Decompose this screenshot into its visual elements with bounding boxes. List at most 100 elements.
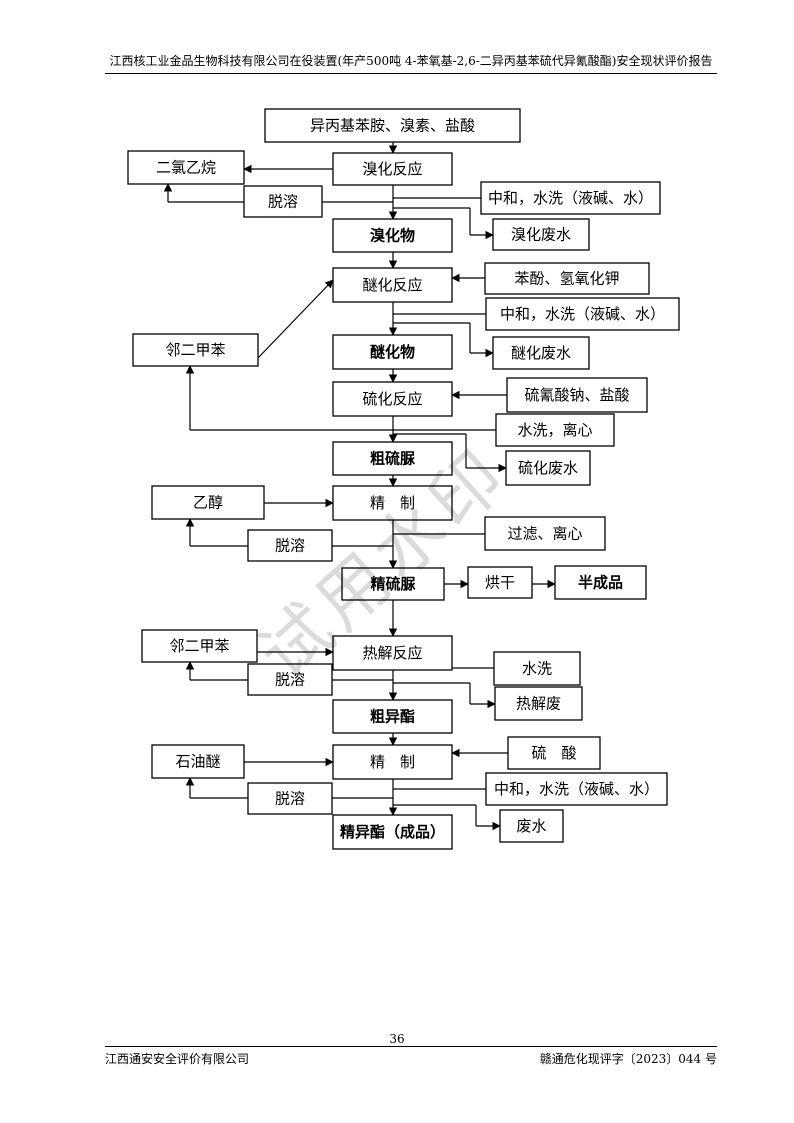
page-number: 36 [389,1032,405,1046]
flow-node-label: 硫化反应 [362,390,422,408]
flow-node: 邻二甲苯 [132,333,259,367]
flow-node: 中和，水洗（液碱、水） [480,181,661,215]
flow-node: 精 制 [332,485,453,521]
flow-node-label: 水洗，离心 [517,421,592,439]
flow-node-box [264,108,521,143]
flow-node: 溴化物 [332,218,453,253]
flow-node-box [151,744,245,779]
flow-node: 中和，水洗（液碱、水） [485,297,680,331]
flow-node: 溴化反应 [332,152,453,186]
flow-node: 醚化反应 [332,267,453,303]
flow-node: 溴化废水 [492,218,590,251]
flow-node: 粗异酯 [332,699,453,734]
flow-node-box [132,333,259,367]
flow-node: 精硫脲 [341,567,445,601]
flow-node-label: 废水 [516,817,546,835]
flow-node-label: 石油醚 [175,753,220,771]
flow-node-box [332,699,453,734]
flow-node-box [332,635,453,671]
flow-node: 水洗 [493,651,581,686]
flow-node: 乙醇 [151,485,265,520]
flow-connector [257,279,334,359]
flow-node-box [332,814,453,850]
flow-node-box [127,150,245,185]
flow-node-label: 过滤、离心 [507,525,582,543]
footer-report-number: 赣通危化现评字〔2023〕044 号 [539,1052,717,1066]
flow-node-box [554,565,647,600]
flow-node-label: 溴化废水 [511,226,571,244]
flow-node-label: 脱溶 [275,671,305,689]
flow-node: 硫化废水 [505,450,591,486]
flow-node-box [332,267,453,303]
flow-node: 半成品 [554,565,647,600]
flow-node-label: 精异酯（成品） [340,823,445,841]
flow-node: 水洗，离心 [495,413,615,447]
flow-node-label: 脱溶 [275,790,305,808]
flow-node: 烘干 [467,566,533,599]
flow-node: 苯酚、氢氧化钾 [484,262,650,295]
flow-node-box [485,297,680,331]
flow-node-label: 溴化物 [370,227,415,245]
page-header: 江西核工业金品生物科技有限公司在役装置(年产500吨 4-苯氧基-2,6-二异丙… [109,54,713,68]
flow-node-label: 精硫脲 [370,575,416,593]
flow-node-label: 邻二甲苯 [169,637,229,655]
flow-node-box [484,516,606,551]
flow-node-box [506,377,648,413]
flow-node-box [141,629,258,663]
flow-node: 热解废 [494,686,583,721]
flow-node-label: 硫氰酸钠、盐酸 [524,386,629,404]
flow-node-label: 烘干 [485,574,515,592]
flow-node: 醚化物 [332,334,453,370]
flow-node-label: 苯酚、氢氧化钾 [514,270,619,288]
flow-node-label: 醚化物 [370,343,415,361]
flow-node: 硫 酸 [507,736,601,770]
flow-node-box [492,336,590,370]
flow-connectors [163,142,556,831]
flow-node-label: 硫化废水 [518,459,578,477]
flow-node-box [492,218,590,251]
flow-node-box [484,262,650,295]
flow-node-box [247,663,333,696]
flow-node-box [467,566,533,599]
flow-node-label: 硫 酸 [531,744,576,762]
flow-node-label: 粗硫脲 [370,450,416,468]
flow-node-box [332,218,453,253]
footer-divider [105,1046,717,1047]
flow-node-box [485,772,668,806]
flow-node-box [332,152,453,186]
flow-node-box [151,485,265,520]
flow-node-label: 粗异酯 [370,708,415,726]
flow-node-box [247,529,333,562]
flow-node-label: 水洗 [522,660,552,678]
flow-node: 脱溶 [247,663,333,696]
flow-node-label: 异丙基苯胺、溴素、盐酸 [310,117,475,135]
flow-node-label: 二氯乙烷 [156,159,216,177]
flow-node: 过滤、离心 [484,516,606,551]
flow-node-box [341,567,445,601]
flow-node: 硫化反应 [332,381,453,417]
flow-node-box [332,441,453,476]
flow-node: 热解反应 [332,635,453,671]
flow-node: 脱溶 [247,782,333,815]
flow-node-label: 脱溶 [275,537,305,555]
flow-node: 二氯乙烷 [127,150,245,185]
flow-node-box [332,381,453,417]
flow-node-box [507,736,601,770]
flow-node: 精 制 [332,744,453,780]
flow-node: 脱溶 [247,529,333,562]
flow-node-box [480,181,661,215]
footer-company: 江西通安安全评价有限公司 [105,1052,250,1066]
flow-node: 邻二甲苯 [141,629,258,663]
flow-node-label: 醚化反应 [362,276,422,294]
flow-node-box [247,782,333,815]
flow-node-box [332,744,453,780]
flow-node: 硫氰酸钠、盐酸 [506,377,648,413]
flow-node-label: 半成品 [578,574,623,592]
flow-node-label: 精 制 [370,494,415,512]
flow-node-box [243,185,323,218]
flow-node: 异丙基苯胺、溴素、盐酸 [264,108,521,143]
flow-node: 精异酯（成品） [332,814,453,850]
flow-node-label: 乙醇 [193,494,223,512]
flow-node: 醚化废水 [492,336,590,370]
